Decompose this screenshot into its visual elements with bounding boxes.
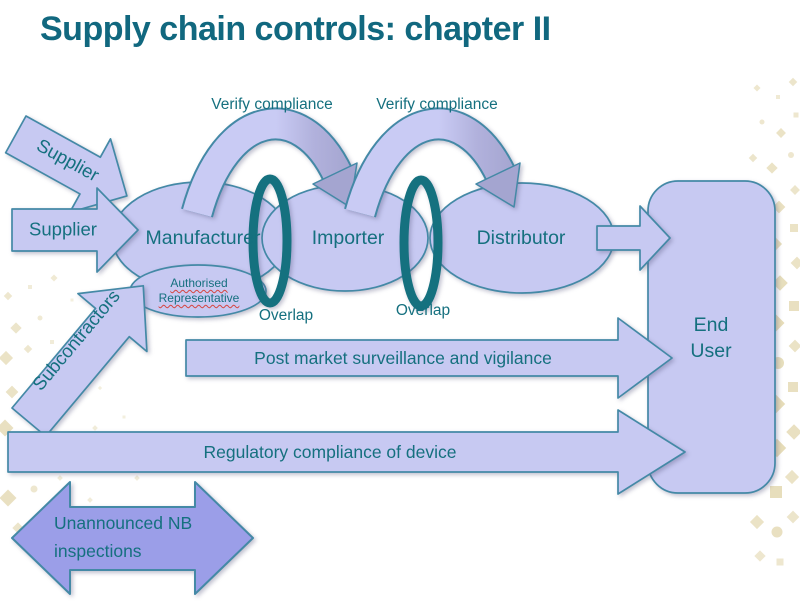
decoration-shape <box>134 475 140 481</box>
overlap-label-2: Overlap <box>395 302 451 320</box>
decoration-shape <box>748 153 758 163</box>
regulatory-arrow <box>7 409 686 495</box>
unannounced-label: Unannounced NB inspections <box>54 509 192 565</box>
decoration-shape <box>5 385 19 399</box>
decoration-shape <box>789 301 799 311</box>
decoration-shape <box>92 425 98 431</box>
decoration-shape <box>790 224 798 232</box>
verify-compliance-label-2: Verify compliance <box>376 96 498 114</box>
decoration-shape <box>30 485 38 493</box>
decoration-shape <box>786 510 800 524</box>
unannounced-line1: Unannounced NB <box>54 513 193 533</box>
decoration-shape <box>788 152 794 158</box>
decoration-shape <box>749 514 765 530</box>
verify-compliance-label-1: Verify compliance <box>211 96 333 114</box>
distributor-label: Distributor <box>476 226 566 249</box>
authorised-representative-line2: Representative <box>158 291 240 305</box>
decoration-shape <box>790 185 800 195</box>
decoration-shape <box>0 489 17 507</box>
verify-arc-2-arrowhead <box>475 162 521 208</box>
overlap-ring-1 <box>248 174 292 308</box>
unannounced-double-arrow <box>11 481 254 595</box>
decoration-shape <box>766 162 778 174</box>
decoration-shape <box>57 475 63 481</box>
end-user-line1: End <box>693 314 729 336</box>
post-market-arrow <box>185 317 673 399</box>
overlap-label-1: Overlap <box>258 307 314 325</box>
decoration-shape <box>788 339 800 353</box>
end-user-label: End User <box>690 312 731 364</box>
decoration-shape <box>770 486 782 498</box>
decoration-shape <box>776 558 784 566</box>
decoration-shape <box>788 77 798 87</box>
verify-arc-1 <box>183 109 352 218</box>
subcontractors-arrow <box>11 284 148 438</box>
decoration-shape <box>122 415 126 419</box>
decoration-shape <box>753 84 761 92</box>
unannounced-line2: inspections <box>54 541 142 561</box>
decoration-shape <box>771 526 783 538</box>
decoration-shape <box>786 424 800 440</box>
decoration-shape <box>784 469 800 485</box>
importer-label: Importer <box>311 226 385 249</box>
authorised-representative-line1: Authorised <box>170 276 228 290</box>
supplier-horizontal-label: Supplier <box>29 218 97 240</box>
decoration-shape <box>788 382 798 392</box>
verify-arc-2 <box>346 109 515 218</box>
decoration-shape <box>10 322 22 334</box>
decoration-shape <box>776 128 786 138</box>
distributor-to-end-user-arrow <box>596 205 671 271</box>
decoration-shape <box>28 285 32 289</box>
supplier-horizontal-arrow <box>11 187 139 273</box>
decoration-shape <box>50 340 54 344</box>
regulatory-label: Regulatory compliance of device <box>203 441 457 462</box>
end-user-box <box>647 180 776 494</box>
page-title: Supply chain controls: chapter II <box>40 10 551 48</box>
decoration-shape <box>790 256 800 270</box>
decoration-shape <box>50 274 58 282</box>
end-user-line2: User <box>690 340 732 362</box>
decoration-shape <box>754 550 766 562</box>
authorised-representative-label: Authorised Representative <box>159 276 240 306</box>
decoration-shape <box>3 291 13 301</box>
decoration-shape <box>87 497 93 503</box>
manufacturer-label: Manufacturer <box>145 226 261 249</box>
overlap-ring-2 <box>399 175 443 311</box>
decoration-shape <box>793 112 799 118</box>
decoration-shape <box>776 95 780 99</box>
decoration-shape <box>0 350 14 366</box>
post-market-label: Post market surveillance and vigilance <box>254 347 552 368</box>
decoration-shape <box>70 298 74 302</box>
decoration-shape <box>37 315 43 321</box>
decoration-shape <box>23 344 33 354</box>
decoration-shape <box>97 385 103 391</box>
decoration-shape <box>759 119 765 125</box>
